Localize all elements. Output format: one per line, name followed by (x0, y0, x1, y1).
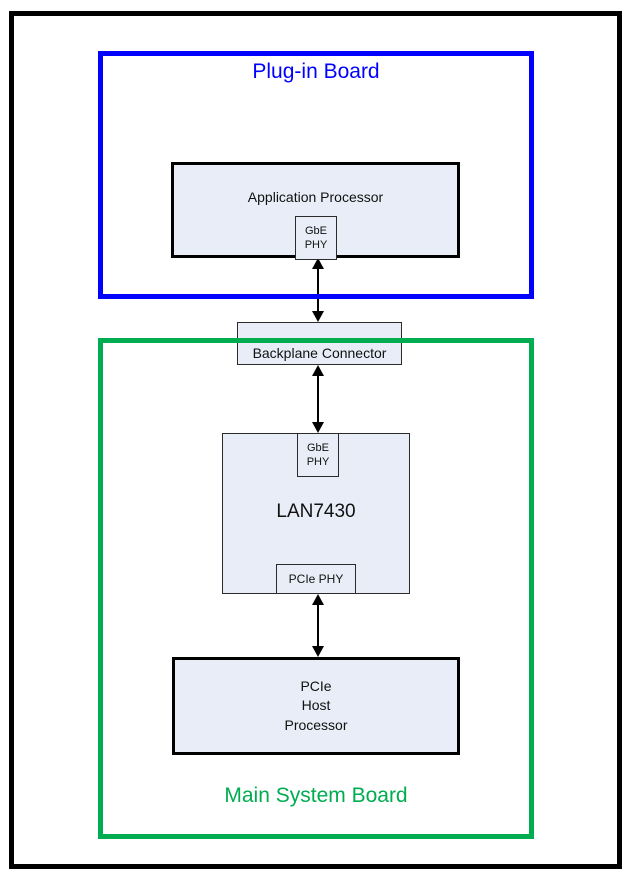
gbe-phy-box-lan: GbE PHY (297, 433, 339, 477)
application-processor-box: GbE PHY (171, 162, 460, 260)
lan7430-box: GbE PHY PCIe PHY (222, 433, 410, 594)
backplane-connector-box (237, 322, 402, 365)
lan7430-label: LAN7430 (276, 501, 356, 522)
main-system-board-outline (98, 338, 534, 839)
pcie-phy-box: PCIe PHY (276, 564, 356, 594)
arrowhead-down-icon (312, 646, 324, 657)
gbe-phy-line1: GbE (306, 442, 329, 454)
arrow-shaft (317, 267, 319, 313)
arrow-backplane-to-lanphy (311, 365, 325, 433)
arrowhead-down-icon (312, 422, 324, 433)
gbe-phy-line2: PHY (306, 456, 330, 468)
gbe-phy-line2: PHY (304, 239, 328, 251)
arrowhead-up-icon (312, 594, 324, 605)
arrowhead-down-icon (312, 311, 324, 322)
gbe-phy-box-app: GbE PHY (295, 216, 337, 260)
arrow-shaft (317, 374, 319, 424)
pcie-host-processor-box: PCIe Host Processor (172, 657, 460, 755)
pcie-host-line1: PCIe (300, 677, 332, 694)
plug-in-board-outline (98, 51, 534, 299)
application-processor-label: Application Processor (247, 189, 384, 205)
arrow-pciephy-to-host (311, 594, 325, 657)
plug-in-board-title: Plug-in Board (252, 60, 380, 83)
arrowhead-up-icon (312, 365, 324, 376)
pcie-host-line3: Processor (284, 716, 348, 733)
outer-border (9, 11, 622, 869)
pcie-phy-label: PCIe PHY (288, 572, 344, 586)
main-system-board-title: Main System Board (224, 784, 408, 807)
arrowhead-up-icon (312, 258, 324, 269)
backplane-connector-label: Backplane Connector (252, 345, 387, 361)
arrow-appphy-to-backplane (311, 258, 325, 322)
pcie-host-line2: Host (301, 697, 331, 714)
arrow-shaft (317, 603, 319, 648)
gbe-phy-line1: GbE (304, 225, 327, 237)
